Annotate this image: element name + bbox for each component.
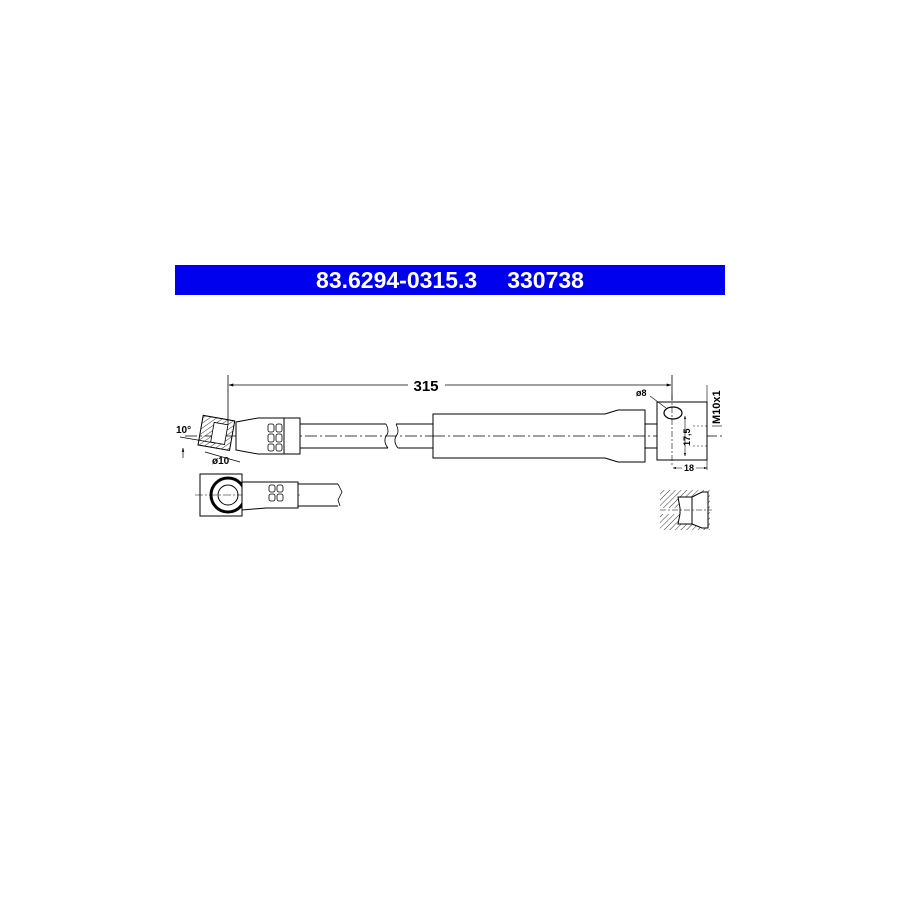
block-width-label: 18 bbox=[684, 463, 694, 473]
hose-body bbox=[300, 423, 433, 449]
thread-section-detail bbox=[660, 490, 712, 530]
alt-number: 330738 bbox=[507, 266, 584, 293]
banjo-diameter-label: ø10 bbox=[212, 456, 230, 467]
part-number: 83.6294-0315.3 bbox=[316, 266, 478, 293]
hole-diameter-label: ø8 bbox=[636, 388, 647, 398]
banjo-fitting-side bbox=[197, 414, 236, 452]
length-label: 315 bbox=[413, 378, 438, 395]
banjo-fitting-front bbox=[195, 473, 343, 517]
offset-label: 17,5 bbox=[682, 428, 692, 446]
thread-label: M10x1 bbox=[711, 390, 723, 424]
length-dimension: 315 bbox=[227, 375, 673, 425]
bolt-block bbox=[656, 395, 708, 465]
angle-label: 10° bbox=[176, 425, 191, 436]
part-number-banner: 83.6294-0315.3 330738 bbox=[175, 265, 725, 295]
